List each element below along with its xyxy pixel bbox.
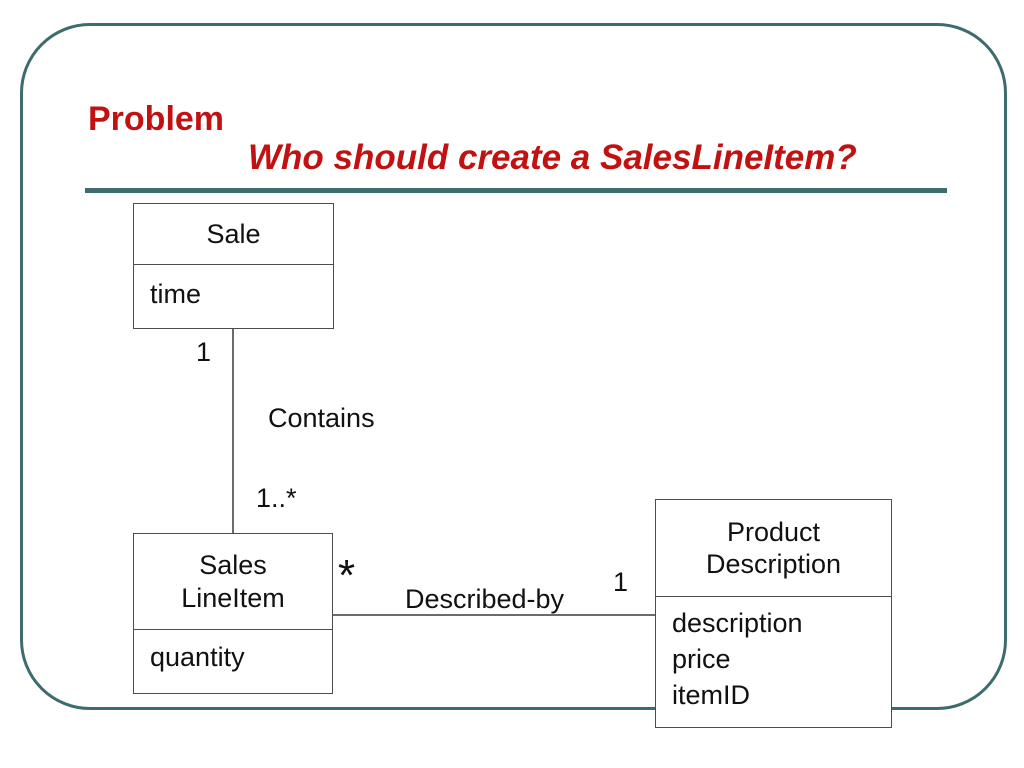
- multiplicity-line-item-end: 1..*: [256, 483, 297, 513]
- association-line-described-by: [333, 614, 655, 616]
- attribute-time: time: [150, 279, 202, 309]
- class-box-product-description: Product Description description price it…: [655, 499, 892, 728]
- class-name-sales: Sales: [199, 549, 267, 580]
- class-name-compartment: Sale: [134, 204, 333, 265]
- attribute-description: description: [672, 608, 803, 638]
- attribute-item-id: itemID: [672, 680, 751, 710]
- class-attributes-compartment: time: [134, 265, 333, 312]
- association-label-contains: Contains: [268, 403, 375, 433]
- title-separator-rule: [85, 188, 947, 193]
- multiplicity-sale-end: 1: [196, 337, 212, 367]
- class-name-compartment: Sales LineItem: [134, 534, 332, 630]
- attribute-price: price: [672, 644, 731, 674]
- class-name-sale: Sale: [206, 218, 261, 249]
- association-line-contains: [232, 329, 234, 533]
- association-label-described-by: Described-by: [405, 584, 565, 614]
- multiplicity-product-description-end: 1: [613, 567, 629, 597]
- slide-title: Problem: [88, 100, 225, 138]
- class-box-sale: Sale time: [133, 203, 334, 329]
- slide-border-frame: [20, 23, 1007, 710]
- class-name-line-item: LineItem: [181, 582, 285, 613]
- class-box-sales-line-item: Sales LineItem quantity: [133, 533, 333, 694]
- slide-subtitle: Who should create a SalesLineItem?: [248, 138, 857, 177]
- attribute-quantity: quantity: [150, 642, 245, 672]
- multiplicity-sales-line-item-end: *: [338, 551, 356, 600]
- class-attributes-compartment: description price itemID: [656, 597, 891, 713]
- class-name-compartment: Product Description: [656, 500, 891, 597]
- class-name-description: Description: [705, 549, 842, 579]
- class-attributes-compartment: quantity: [134, 630, 332, 675]
- class-name-product: Product: [726, 517, 821, 547]
